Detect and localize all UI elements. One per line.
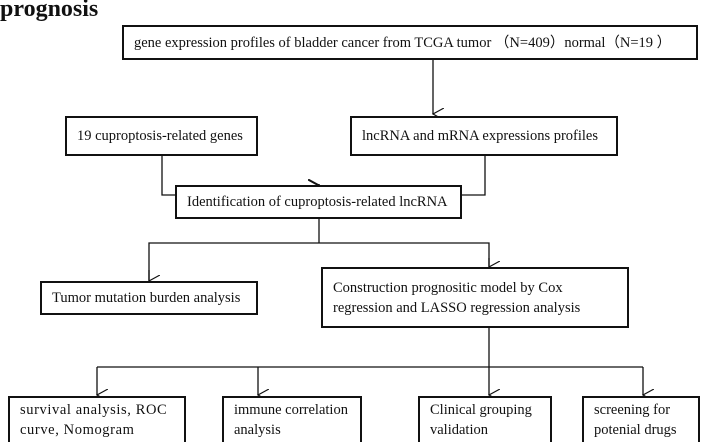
node-genes: 19 cuproptosis-related genes — [65, 116, 258, 156]
node-source: gene expression profiles of bladder canc… — [122, 25, 698, 60]
figure-title: prognosis — [0, 0, 99, 22]
node-clinical: Clinical grouping validation — [418, 396, 552, 442]
node-survival: survival analysis, ROC curve, Nomogram — [8, 396, 186, 442]
node-tmb: Tumor mutation burden analysis — [40, 281, 258, 315]
node-immune: immune correlation analysis — [222, 396, 362, 442]
node-identification: Identification of cuproptosis-related ln… — [175, 185, 462, 219]
node-profiles: lncRNA and mRNA expressions profiles — [350, 116, 618, 156]
node-drugs: screening for potenial drugs — [582, 396, 700, 442]
node-model: Construction prognositic model by Cox re… — [321, 267, 629, 328]
